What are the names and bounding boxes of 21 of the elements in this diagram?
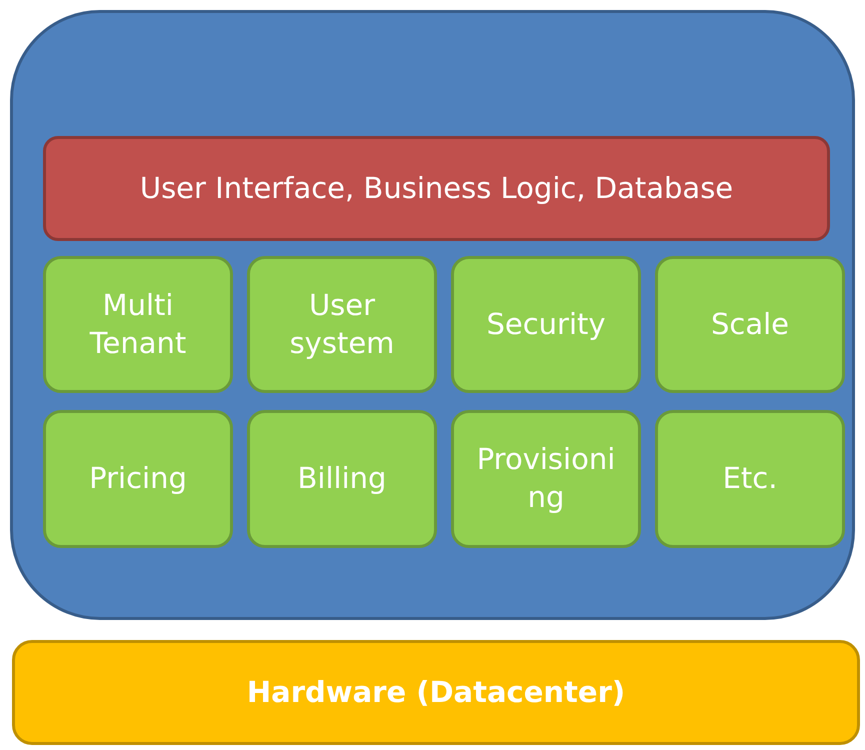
component-box [43, 256, 233, 393]
component-box [451, 256, 641, 393]
layer-label: Provisioning [476, 441, 616, 516]
base-layer-bar [12, 640, 860, 745]
layer-label: Pricing [89, 460, 187, 498]
component-box [655, 410, 845, 548]
component-box [451, 410, 641, 548]
component-box [43, 410, 233, 548]
layer-label: Hardware (Datacenter) [246, 674, 626, 711]
component-box [247, 410, 437, 548]
layer-label: Scale [710, 306, 790, 343]
container-box [10, 10, 855, 620]
layer-label: Billing [298, 460, 386, 498]
layer-bar [43, 136, 830, 241]
component-box [655, 256, 845, 393]
layer-label: User system [288, 286, 396, 362]
layer-label: Etc. [722, 460, 778, 498]
layer-label: User Interface, Business Logic, Database [140, 170, 734, 207]
layer-label: Multi Tenant [88, 286, 188, 362]
layer-label: Security [486, 306, 606, 343]
component-box [247, 256, 437, 393]
